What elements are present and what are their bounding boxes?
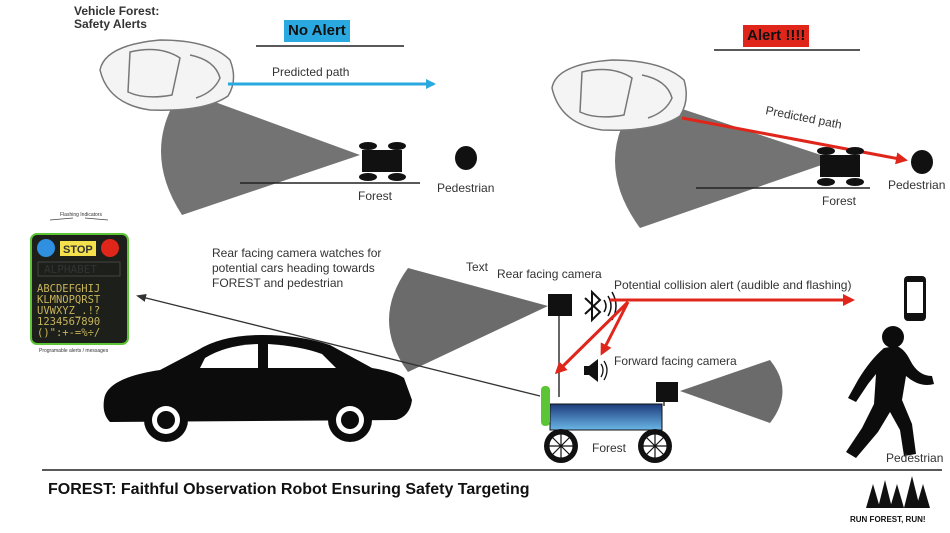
forward-camera-label: Forward facing camera (614, 354, 737, 368)
no-alert-robot-label: Forest (358, 189, 393, 203)
speaker-icon (584, 359, 608, 382)
no-alert-badge: No Alert (284, 20, 350, 42)
sign-row: 1234567890 (37, 316, 100, 328)
robot-body (549, 403, 663, 431)
left-indicator-blue-icon (37, 239, 55, 257)
header-title-line1: Vehicle Forest: (74, 4, 160, 18)
alert-robot-label: Forest (822, 194, 857, 208)
robot-wheel-icon (544, 429, 578, 463)
text-label: Text (466, 260, 489, 274)
sign-row: ABCDEFGHIJ (37, 283, 100, 295)
rear-desc-line2: potential cars heading towards (212, 261, 375, 275)
robot-side-view (541, 294, 678, 463)
robot-bumper (541, 386, 550, 426)
rear-desc-line1: Rear facing camera watches for (212, 246, 381, 260)
sign-row: UVWXYZ_.!? (37, 305, 100, 317)
no-alert-car-icon (99, 39, 235, 111)
rear-camera-icon (548, 294, 572, 316)
stop-label: STOP (63, 244, 93, 256)
robot-to-sign-arrow (136, 294, 541, 397)
sign-row: KLMNOPQRST (37, 294, 101, 306)
no-alert-path-label: Predicted path (272, 65, 349, 79)
sign-top-label: Flashing Indicators (60, 212, 102, 218)
phone-icon (904, 276, 926, 321)
alert-pedestrian-icon (911, 150, 933, 174)
no-alert-sensor-cone (161, 90, 360, 215)
bluetooth-icon (584, 289, 617, 323)
alert-pedestrian-label: Pedestrian (888, 178, 945, 192)
right-indicator-red-icon (101, 239, 119, 257)
sign-row: ()":+-=%÷/ (37, 327, 100, 339)
car-side-silhouette-icon (103, 335, 412, 442)
alert-sensor-cone (615, 95, 836, 228)
rear-camera-cone (389, 268, 548, 372)
sign-word-box (37, 261, 121, 277)
no-alert-pedestrian-label: Pedestrian (437, 181, 494, 195)
sign-character-rows: ABCDEFGHIJ KLMNOPQRST UVWXYZ_.!? 1234567… (37, 283, 101, 339)
sign-bottom-label: Programable alerts / messages (39, 348, 109, 354)
forward-camera-icon (656, 382, 678, 402)
alert-predicted-path-arrow (681, 116, 908, 165)
no-alert-pedestrian-icon (455, 146, 477, 170)
flashing-indicators-icon (49, 217, 109, 221)
collision-alert-arrows (554, 294, 855, 375)
running-pedestrian-icon (846, 326, 934, 458)
collision-alert-label: Potential collision alert (audible and f… (614, 278, 851, 292)
run-forest-run-logo: RUN FOREST, RUN! (850, 476, 930, 524)
alert-car-icon (551, 59, 687, 131)
rear-desc-line3: FOREST and pedestrian (212, 276, 343, 290)
stop-label-background (60, 241, 96, 256)
robot-label: Forest (592, 441, 627, 455)
logo-text: RUN FOREST, RUN! (850, 515, 926, 524)
alert-robot-icon (817, 147, 864, 186)
robot-wheel-icon (638, 429, 672, 463)
bottom-pedestrian-label: Pedestrian (886, 451, 943, 465)
sign-word: ALPHABET (44, 263, 97, 276)
no-alert-robot-icon (359, 142, 406, 181)
page-title: FOREST: Faithful Observation Robot Ensur… (48, 481, 530, 498)
header-title-line2: Safety Alerts (74, 17, 147, 31)
forward-camera-cone (680, 360, 783, 423)
rear-camera-label: Rear facing camera (497, 267, 602, 281)
alert-badge: Alert !!!! (743, 25, 810, 47)
alert-path-label: Predicted path (764, 103, 843, 132)
